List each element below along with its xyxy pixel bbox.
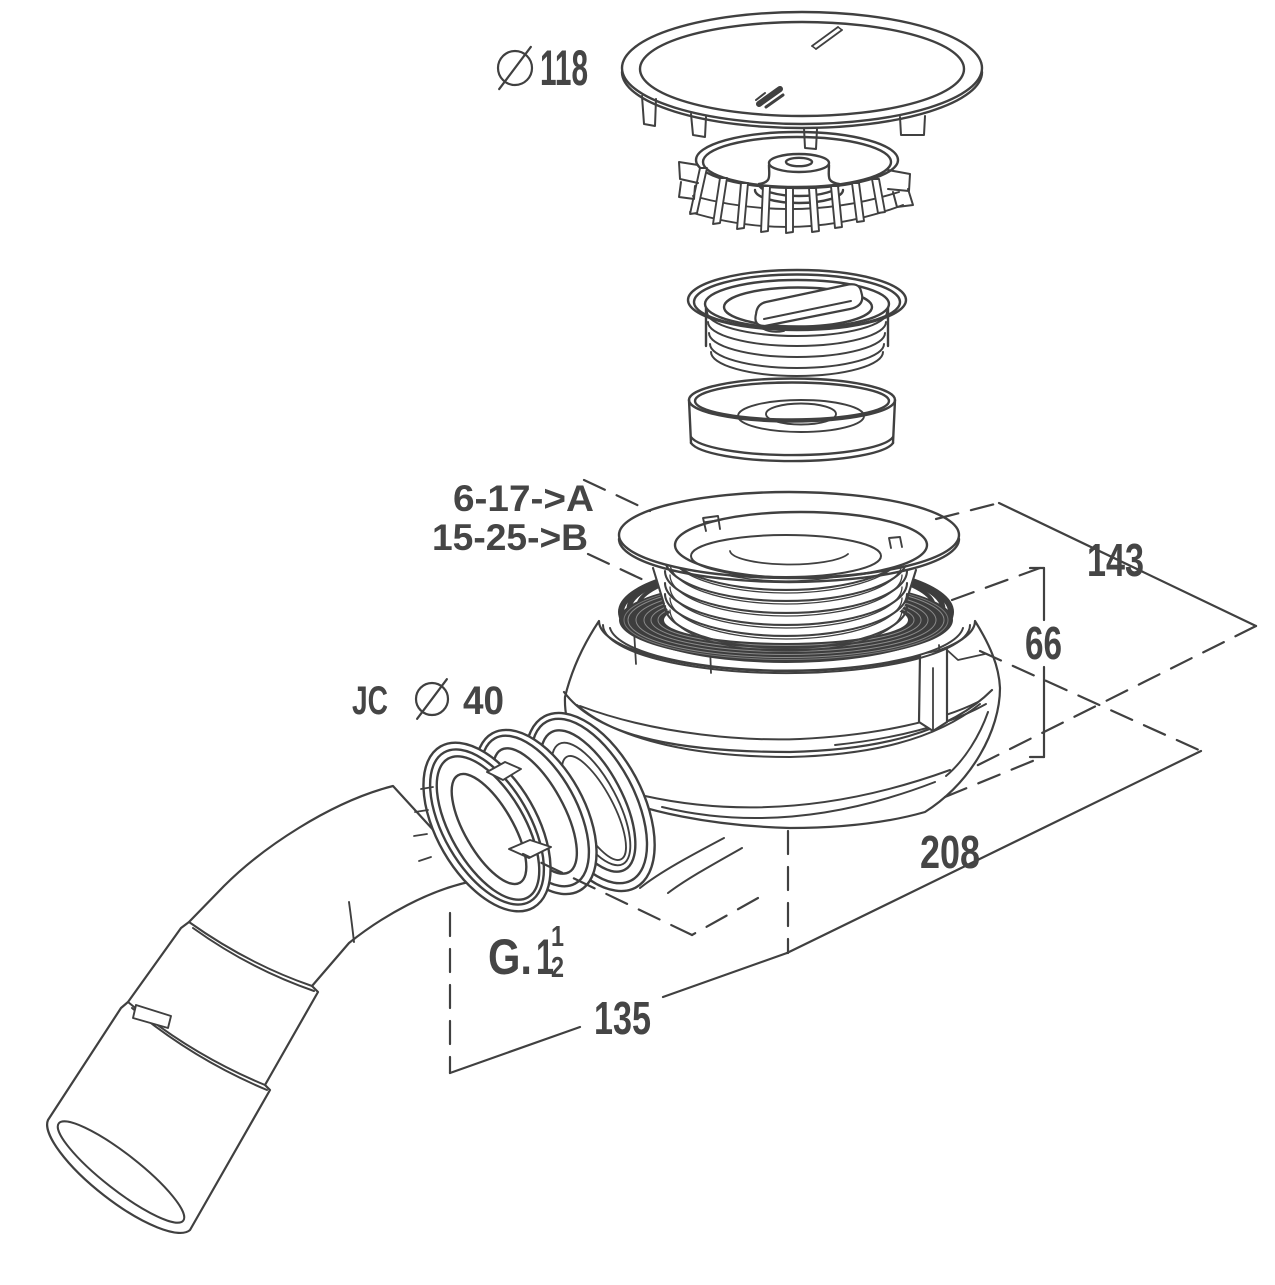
svg-text:208: 208: [920, 826, 980, 878]
svg-text:1: 1: [551, 921, 564, 953]
svg-text:6-17->A: 6-17->A: [453, 478, 594, 519]
svg-text:143: 143: [1087, 534, 1144, 586]
svg-text:135: 135: [594, 992, 651, 1044]
svg-text:2: 2: [551, 952, 564, 984]
svg-text:G.: G.: [488, 929, 532, 985]
svg-text:15-25->B: 15-25->B: [432, 517, 588, 558]
svg-text:118: 118: [540, 40, 588, 96]
svg-text:40: 40: [463, 679, 504, 723]
svg-text:1: 1: [536, 929, 554, 985]
svg-text:JC: JC: [352, 679, 388, 723]
svg-text:66: 66: [1025, 617, 1062, 669]
